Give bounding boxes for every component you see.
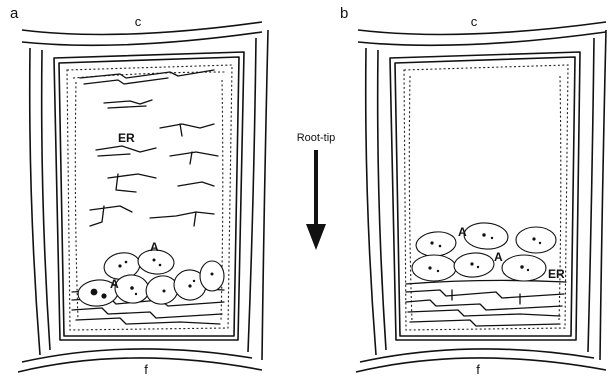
panel-a-cell-walls	[18, 22, 268, 372]
panel-b: b c f A A ER	[340, 5, 606, 377]
panel-a-amyloplast-label-2: A	[110, 277, 119, 291]
panel-b-cell-walls	[356, 22, 606, 372]
panel-a: a c f ER A A	[10, 5, 268, 377]
panel-b-er-network	[406, 280, 566, 326]
panel-b-amyloplast-label-2: A	[494, 250, 503, 264]
panel-b-amyloplast-label-1: A	[458, 225, 467, 239]
panel-b-bottom-wall-label: f	[476, 362, 480, 377]
root-tip-label: Root-tip	[297, 132, 336, 144]
panel-a-bottom-wall-label: f	[144, 362, 148, 377]
root-tip-arrow: Root-tip	[297, 132, 336, 250]
panel-b-er-label: ER	[548, 267, 565, 281]
panel-b-top-wall-label: c	[471, 14, 478, 29]
panel-b-letter: b	[340, 5, 348, 22]
panel-a-top-wall-label: c	[135, 14, 142, 29]
panel-a-amyloplasts	[77, 248, 224, 307]
root-tip-arrowhead	[306, 224, 326, 250]
panel-b-amyloplasts	[412, 221, 556, 281]
panel-a-letter: a	[10, 5, 19, 22]
panel-a-er-label: ER	[118, 131, 135, 145]
panel-a-amyloplast-label-1: A	[150, 240, 159, 254]
